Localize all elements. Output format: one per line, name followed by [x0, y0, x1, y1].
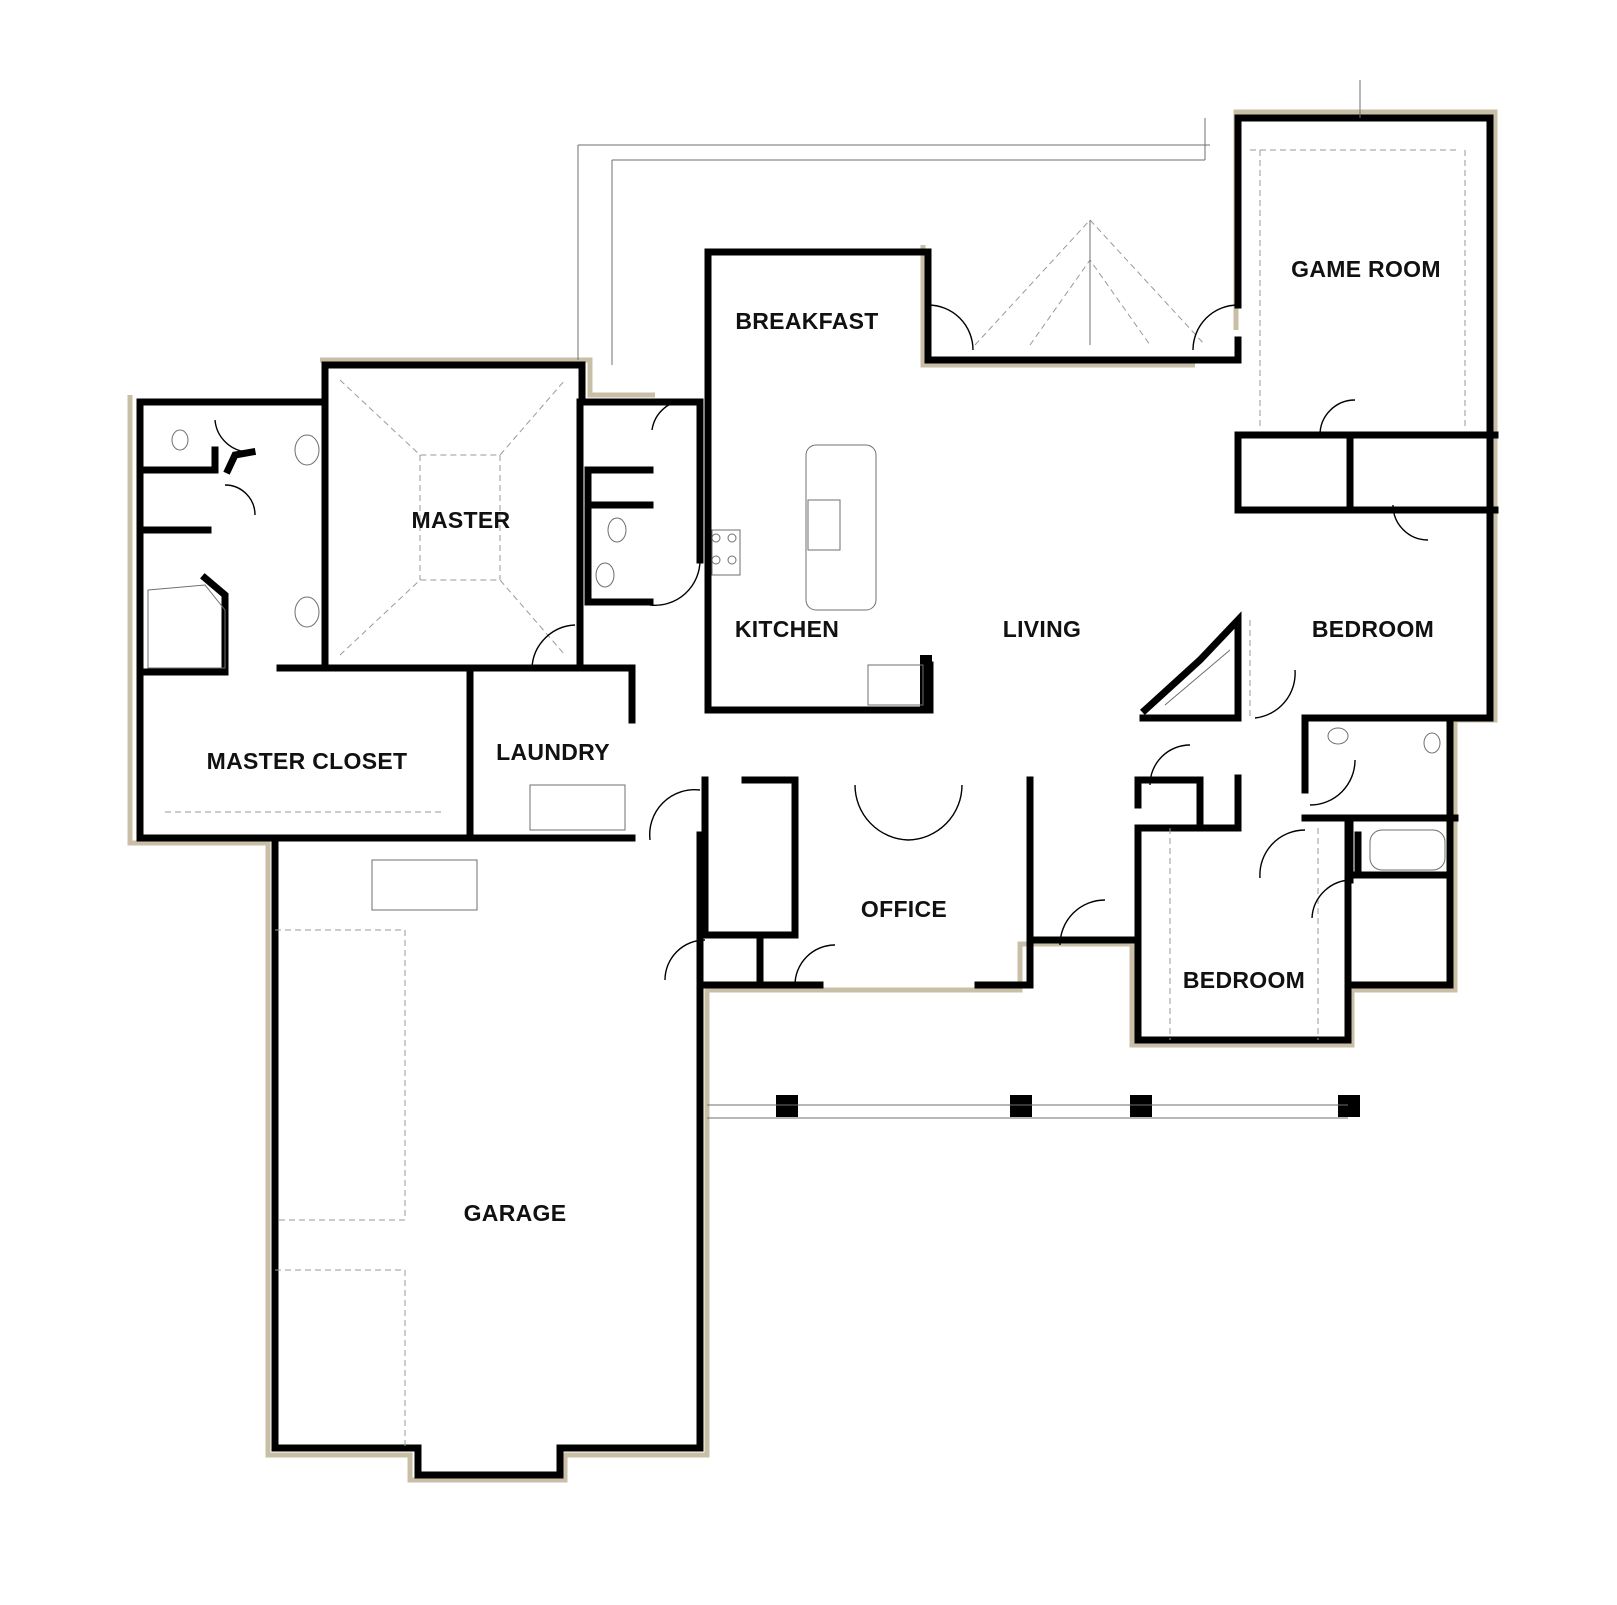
room-label-garage: GARAGE: [464, 1200, 567, 1226]
room-label-office: OFFICE: [861, 896, 947, 922]
porch-posts: [776, 655, 1360, 1117]
fixtures: [147, 429, 1446, 911]
room-label-game-room: GAME ROOM: [1291, 256, 1441, 282]
room-label-bedroom-upper: BEDROOM: [1312, 616, 1434, 642]
room-labels: GAME ROOM BREAKFAST MASTER KITCHEN LIVIN…: [207, 256, 1441, 1226]
interior-walls: [136, 398, 1499, 1044]
roof-and-porch-lines: [577, 80, 1361, 1119]
room-label-living: LIVING: [1003, 616, 1081, 642]
room-label-bedroom-lower: BEDROOM: [1183, 967, 1305, 993]
door-swings: [214, 304, 1429, 986]
room-label-laundry: LAUNDRY: [496, 739, 610, 765]
room-label-master: MASTER: [412, 507, 511, 533]
room-label-kitchen: KITCHEN: [735, 616, 839, 642]
ceiling-lines: [165, 149, 1466, 1448]
room-label-master-closet: MASTER CLOSET: [207, 748, 408, 774]
room-label-breakfast: BREAKFAST: [735, 308, 878, 334]
